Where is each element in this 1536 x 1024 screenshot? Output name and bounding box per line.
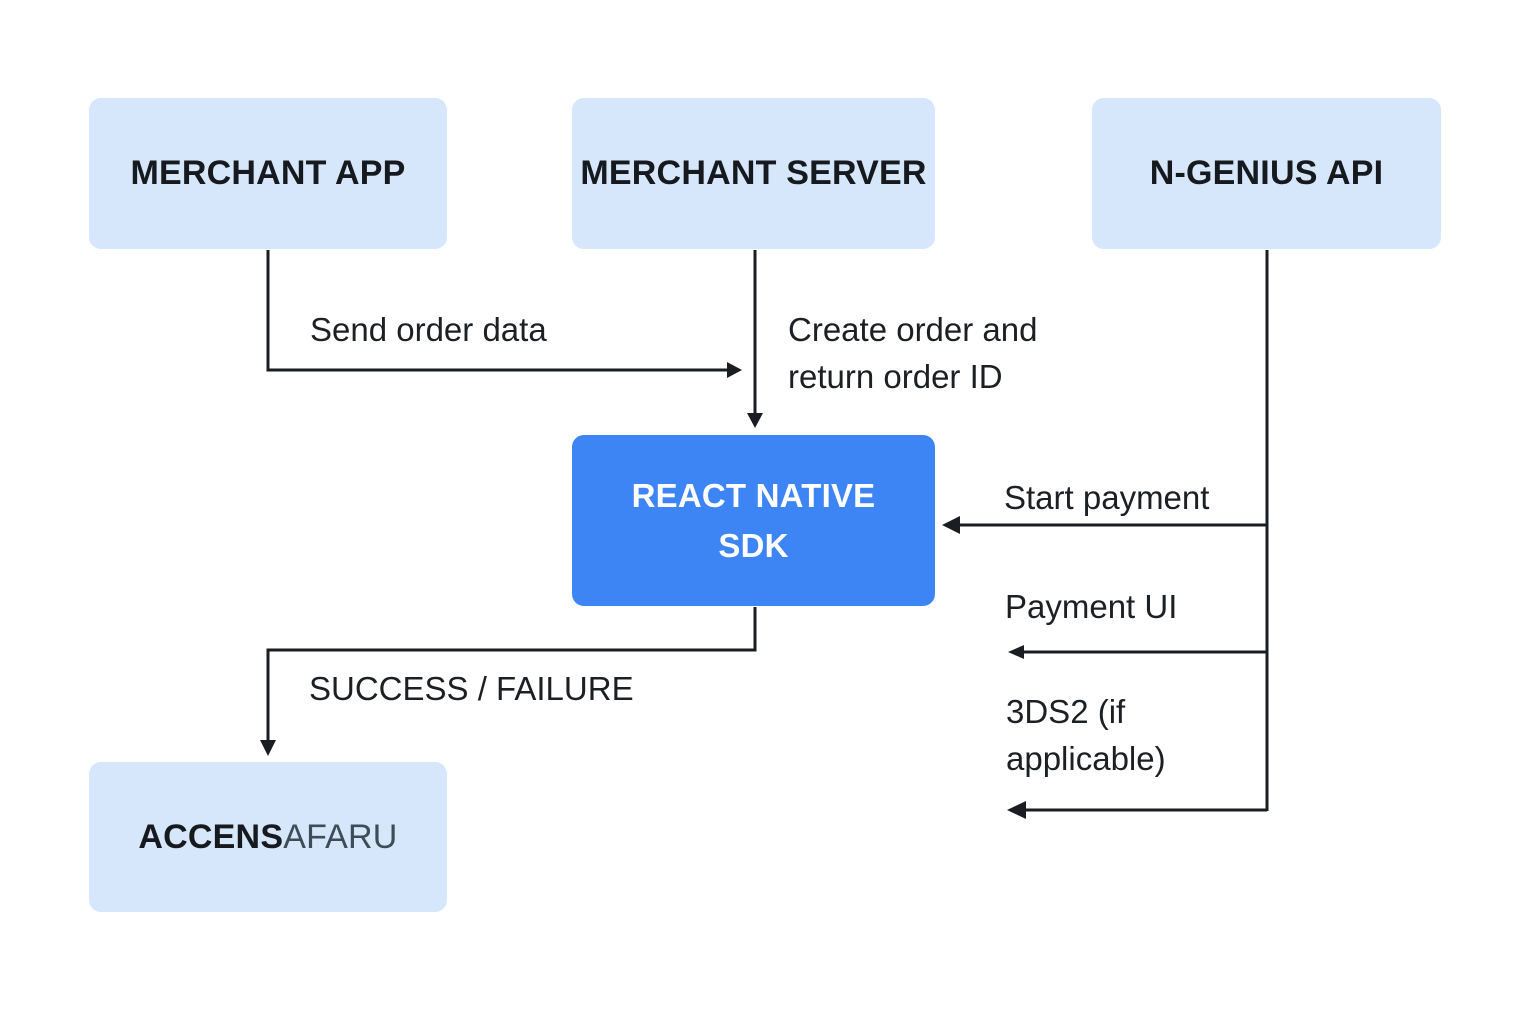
merchant-app-label: MERCHANT APP [130, 154, 406, 192]
arrowhead-payment-ui [1008, 645, 1024, 659]
start-payment-label: Start payment [1004, 479, 1210, 516]
edge-result-arrow [266, 607, 757, 740]
arrowhead-start-payment [942, 516, 960, 534]
ngenius-api-label: N-GENIUS API [1149, 154, 1384, 192]
sdk-label-line2: SDK [718, 526, 789, 564]
create-order-label-line2: return order ID [788, 358, 1003, 395]
result-label-light: AFARU [283, 817, 398, 856]
arrowhead-send-order [727, 362, 742, 378]
create-order-label-line1: Create order and [788, 311, 1038, 348]
payment-ui-label: Payment UI [1005, 588, 1178, 625]
threeds-label-line1: 3DS2 (if [1006, 693, 1126, 730]
arrowhead-3ds2 [1007, 801, 1026, 819]
merchant-server-label: MERCHANT SERVER [580, 154, 927, 192]
arrowhead-result [260, 740, 276, 756]
send-order-label: Send order data [310, 311, 547, 348]
merchant-server-node: MERCHANT SERVER [572, 98, 935, 249]
sdk-label-line1: REACT NATIVE [631, 476, 876, 514]
result-label-bold: ACCENS [138, 817, 284, 856]
result-edge-label: SUCCESS / FAILURE [309, 670, 634, 707]
arrowhead-create-order [747, 413, 763, 428]
react-native-sdk-node: REACT NATIVE SDK [572, 435, 935, 606]
threeds-label-line2: applicable) [1006, 740, 1166, 777]
merchant-app-node: MERCHANT APP [89, 98, 447, 249]
edge-send-order-arrow [266, 250, 734, 372]
ngenius-api-node: N-GENIUS API [1092, 98, 1441, 249]
